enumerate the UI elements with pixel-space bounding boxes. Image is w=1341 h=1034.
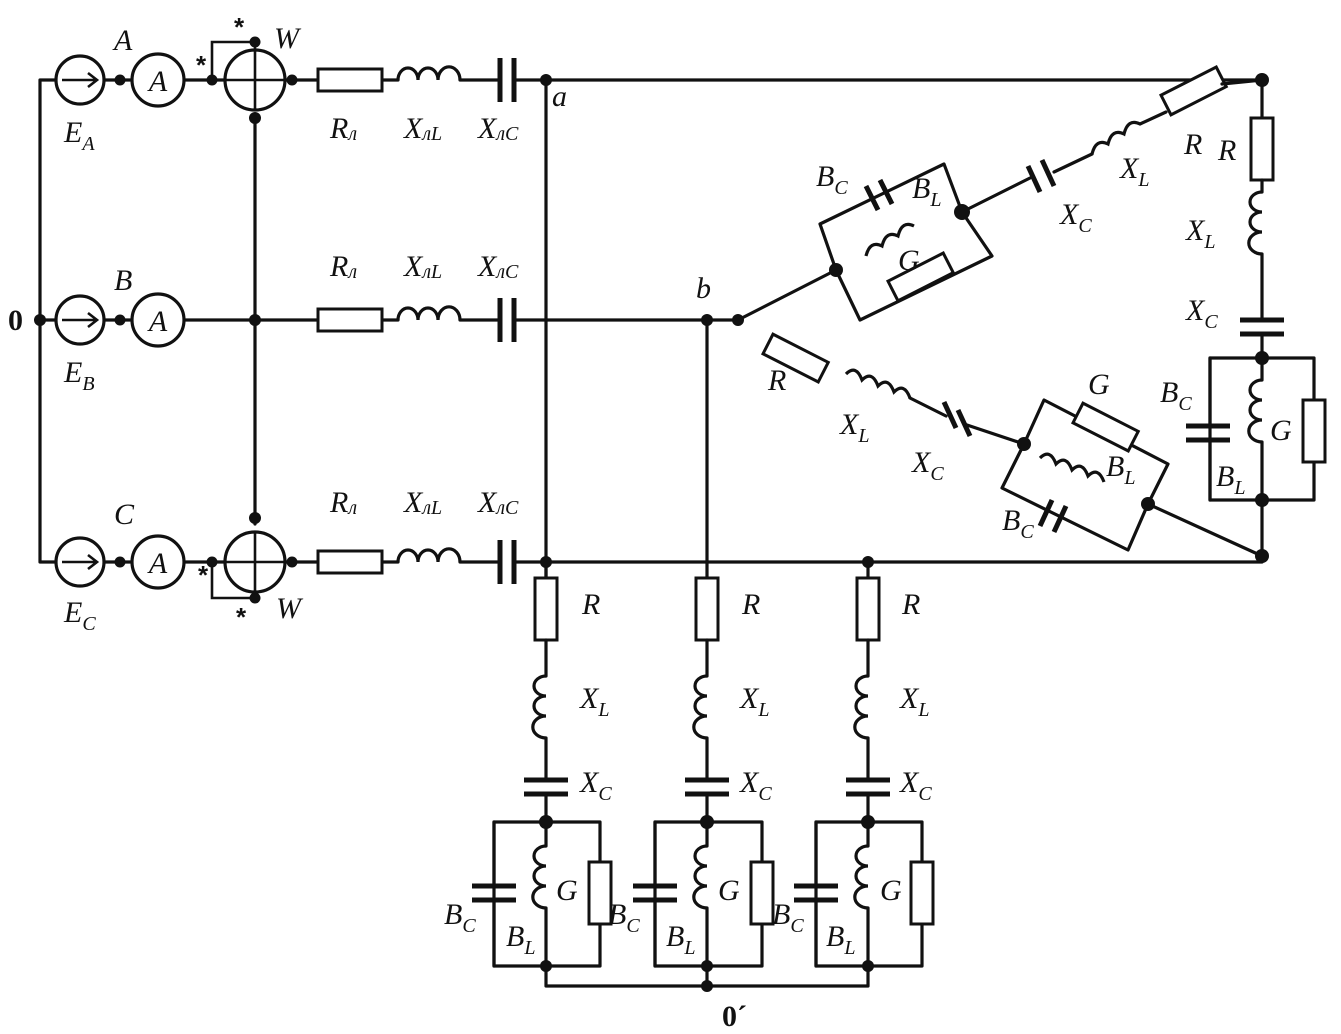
svg-text:G: G bbox=[1270, 414, 1292, 447]
svg-text:XC: XC bbox=[579, 766, 612, 805]
svg-text:G: G bbox=[1088, 368, 1110, 401]
svg-text:XлC: XлC bbox=[477, 250, 519, 283]
svg-text:BL: BL bbox=[912, 172, 941, 211]
svg-text:BC: BC bbox=[816, 160, 848, 199]
svg-text:XL: XL bbox=[899, 682, 929, 721]
svg-text:G: G bbox=[556, 874, 578, 907]
svg-text:XC: XC bbox=[1059, 198, 1092, 237]
emf-b-label: EB bbox=[63, 356, 95, 395]
ammeter-a: A bbox=[130, 52, 186, 108]
svg-text:*: * bbox=[196, 50, 207, 80]
junction-dots bbox=[34, 36, 1269, 992]
star-leg-1 bbox=[472, 560, 870, 988]
svg-text:XлL: XлL bbox=[403, 486, 442, 519]
svg-text:BC: BC bbox=[444, 898, 476, 937]
svg-text:R: R bbox=[901, 588, 920, 621]
line-impedance-a bbox=[316, 58, 517, 102]
phase-a-source bbox=[54, 54, 106, 106]
phase-c-source bbox=[54, 536, 106, 588]
svg-text:XлL: XлL bbox=[403, 250, 442, 283]
wattmeter-a-label: W bbox=[274, 22, 302, 55]
svg-text:XL: XL bbox=[739, 682, 769, 721]
svg-text:R: R bbox=[581, 588, 600, 621]
svg-text:G: G bbox=[898, 244, 920, 277]
svg-text:XлC: XлC bbox=[477, 112, 519, 145]
wiring bbox=[38, 40, 1264, 600]
delta-branch-ab bbox=[736, 65, 1264, 322]
svg-text:BC: BC bbox=[1002, 504, 1034, 543]
wattmeter-c bbox=[223, 530, 287, 594]
labels: A B C EA EB EC 0 0´ a b W W * * * * Rл X… bbox=[8, 12, 1292, 1033]
svg-text:G: G bbox=[718, 874, 740, 907]
svg-text:BC: BC bbox=[772, 898, 804, 937]
line-impedance-b bbox=[316, 298, 517, 342]
svg-text:XC: XC bbox=[899, 766, 932, 805]
star-leg-3 bbox=[794, 576, 935, 968]
svg-text:BL: BL bbox=[1216, 460, 1245, 499]
wattmeter-c-label: W bbox=[276, 592, 304, 625]
svg-text:A: A bbox=[147, 65, 168, 98]
svg-text:BC: BC bbox=[608, 898, 640, 937]
svg-text:XлL: XлL bbox=[403, 112, 442, 145]
svg-text:XL: XL bbox=[579, 682, 609, 721]
ammeter-b: A bbox=[130, 292, 186, 348]
line-impedance-c bbox=[316, 540, 517, 584]
svg-text:A: A bbox=[147, 305, 168, 338]
phase-b-label: B bbox=[114, 264, 132, 297]
ammeter-c: A bbox=[130, 534, 186, 590]
svg-text:XC: XC bbox=[911, 446, 944, 485]
svg-text:G: G bbox=[880, 874, 902, 907]
svg-text:Rл: Rл bbox=[329, 250, 357, 283]
phase-b-source bbox=[54, 294, 106, 346]
wattmeter-a bbox=[223, 48, 287, 112]
svg-text:R: R bbox=[1183, 128, 1202, 161]
svg-text:Rл: Rл bbox=[329, 112, 357, 145]
svg-text:XL: XL bbox=[1185, 214, 1215, 253]
svg-text:A: A bbox=[147, 547, 168, 580]
emf-a-label: EA bbox=[63, 116, 95, 155]
delta-branch-bc bbox=[760, 332, 1264, 558]
svg-text:BL: BL bbox=[506, 920, 535, 959]
svg-text:BL: BL bbox=[666, 920, 695, 959]
phase-c-label: C bbox=[114, 498, 135, 531]
svg-text:XL: XL bbox=[1119, 152, 1149, 191]
svg-text:XL: XL bbox=[839, 408, 869, 447]
phase-a-label: A bbox=[112, 24, 133, 57]
svg-text:R: R bbox=[767, 364, 786, 397]
svg-text:BL: BL bbox=[826, 920, 855, 959]
neutral-source-label: 0 bbox=[8, 304, 23, 337]
svg-text:R: R bbox=[741, 588, 760, 621]
svg-text:XлC: XлC bbox=[477, 486, 519, 519]
svg-text:R: R bbox=[1217, 134, 1236, 167]
svg-text:*: * bbox=[234, 12, 245, 42]
svg-text:*: * bbox=[198, 560, 209, 590]
svg-text:BC: BC bbox=[1160, 376, 1192, 415]
svg-text:BL: BL bbox=[1106, 450, 1135, 489]
neutral-load-label: 0´ bbox=[722, 1000, 747, 1033]
emf-c-label: EC bbox=[63, 596, 96, 635]
svg-text:XC: XC bbox=[739, 766, 772, 805]
node-b-label: b bbox=[696, 272, 711, 305]
svg-text:XC: XC bbox=[1185, 294, 1218, 333]
node-a-label: a bbox=[552, 80, 567, 113]
svg-text:Rл: Rл bbox=[329, 486, 357, 519]
svg-text:*: * bbox=[236, 602, 247, 632]
